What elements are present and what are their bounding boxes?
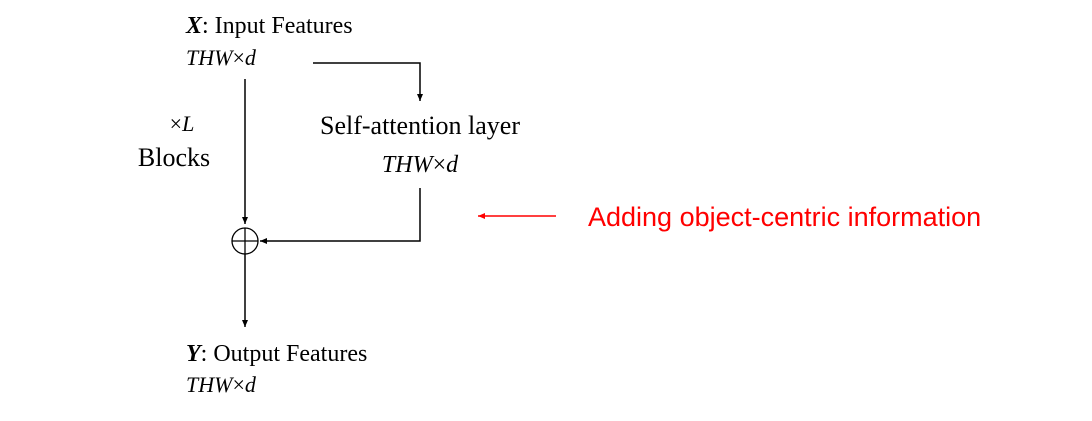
output-dimensions: THW×d bbox=[186, 372, 257, 397]
input-times: × bbox=[232, 45, 244, 70]
blocks-L: L bbox=[181, 111, 194, 136]
output-label: : Output Features bbox=[201, 341, 368, 367]
output-d: d bbox=[245, 372, 257, 397]
output-symbol: Y bbox=[186, 341, 203, 367]
input-features-title: X: Input Features bbox=[185, 13, 353, 39]
blocks-label: Blocks bbox=[138, 143, 210, 172]
sum-node-icon bbox=[231, 227, 259, 255]
input-d: d bbox=[245, 45, 257, 70]
input-label: : Input Features bbox=[202, 13, 353, 39]
input-symbol: X bbox=[185, 13, 203, 39]
blocks-times: × bbox=[170, 111, 182, 136]
output-dims: THW bbox=[186, 372, 234, 397]
self-attention-dimensions: THW×d bbox=[382, 152, 459, 178]
branch-arrow bbox=[313, 62, 423, 101]
blocks-repeat: ×L bbox=[170, 111, 195, 136]
self-attention-label: Self-attention layer bbox=[320, 111, 520, 140]
input-dimensions: THW×d bbox=[186, 45, 257, 70]
attention-d: d bbox=[446, 152, 459, 178]
attention-return-arrow bbox=[260, 188, 421, 244]
attention-dims: THW bbox=[382, 152, 435, 178]
attention-times: × bbox=[433, 152, 447, 178]
output-features-title: Y: Output Features bbox=[186, 341, 367, 367]
input-dims: THW bbox=[186, 45, 234, 70]
output-times: × bbox=[232, 372, 244, 397]
annotation-text: Adding object-centric information bbox=[588, 202, 981, 232]
